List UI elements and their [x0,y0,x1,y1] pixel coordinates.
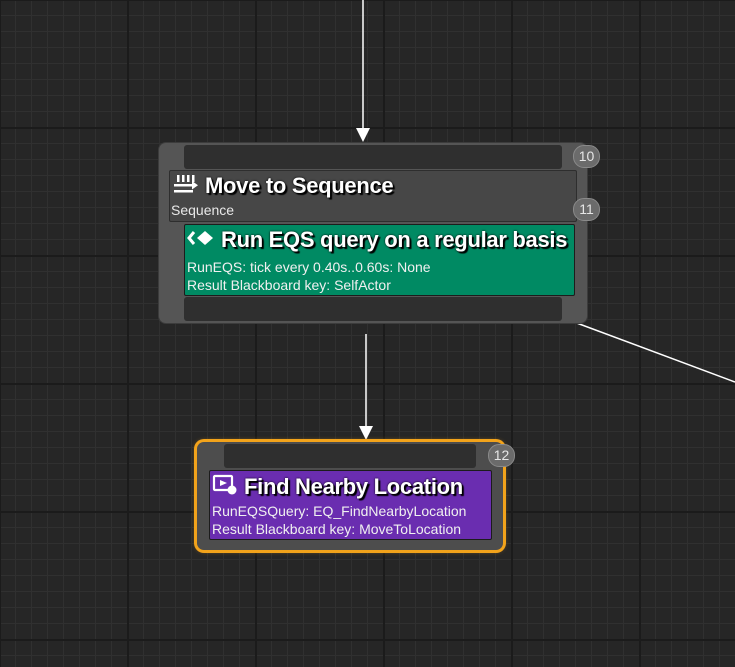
execution-order-badge: 12 [488,444,515,467]
find-task-panel[interactable]: Find Nearby Location RunEQSQuery: EQ_Fin… [209,470,492,540]
find-input-pin[interactable] [224,444,476,468]
sequence-icon [173,173,199,200]
sequence-subtitle: Sequence [171,202,235,218]
service-detail-key: Result Blackboard key: SelfActor [187,277,391,293]
service-detail-tick: RunEQS: tick every 0.40s..0.60s: None [187,259,431,275]
wire-sequence-to-right [573,321,735,383]
task-detail-key: Result Blackboard key: MoveToLocation [212,521,462,537]
task-detail-query: RunEQSQuery: EQ_FindNearbyLocation [212,503,467,519]
task-icon [212,473,238,500]
find-nearby-location-node[interactable]: 12 Find Nearby Location RunEQSQuery: EQ_… [197,442,515,550]
wire-root-to-sequence [356,0,370,142]
sequence-output-pin[interactable] [184,297,562,321]
service-title: Run EQS query on a regular basis [221,227,568,252]
sequence-title: Move to Sequence [205,173,394,198]
execution-order-badge: 11 [573,198,600,221]
eqs-service-decorator[interactable]: Run EQS query on a regular basis RunEQS:… [184,224,575,296]
wire-sequence-to-find [359,334,373,440]
sequence-input-pin[interactable] [184,145,562,169]
task-title: Find Nearby Location [244,473,463,499]
sequence-title-panel: Move to Sequence Sequence [169,170,577,222]
sequence-node[interactable]: 10 Move to Sequence Sequence [159,143,600,323]
service-icon [187,228,215,253]
execution-order-badge: 10 [573,145,600,168]
